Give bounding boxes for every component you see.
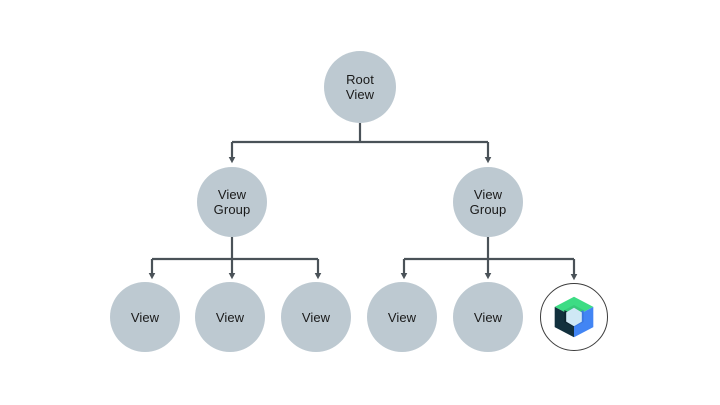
node-view-leaf-2[interactable]: View	[195, 282, 265, 352]
node-view-leaf-4-label: View	[387, 309, 417, 325]
node-view-leaf-1-label: View	[130, 309, 160, 325]
node-view-leaf-1[interactable]: View	[110, 282, 180, 352]
node-view-leaf-4[interactable]: View	[367, 282, 437, 352]
node-view-leaf-2-label: View	[215, 309, 245, 325]
node-view-group-left-label: View Group	[213, 187, 251, 217]
node-view-group-right[interactable]: View Group	[453, 167, 523, 237]
node-view-leaf-5[interactable]: View	[453, 282, 523, 352]
node-compose-leaf[interactable]	[540, 283, 608, 351]
node-view-leaf-5-label: View	[473, 309, 503, 325]
node-view-leaf-3-label: View	[301, 309, 331, 325]
node-view-group-right-label: View Group	[469, 187, 507, 217]
node-view-group-left[interactable]: View Group	[197, 167, 267, 237]
node-root-view[interactable]: Root View	[324, 51, 396, 123]
node-root-view-label: Root View	[345, 72, 375, 102]
jetpack-compose-icon	[551, 294, 597, 340]
node-view-leaf-3[interactable]: View	[281, 282, 351, 352]
